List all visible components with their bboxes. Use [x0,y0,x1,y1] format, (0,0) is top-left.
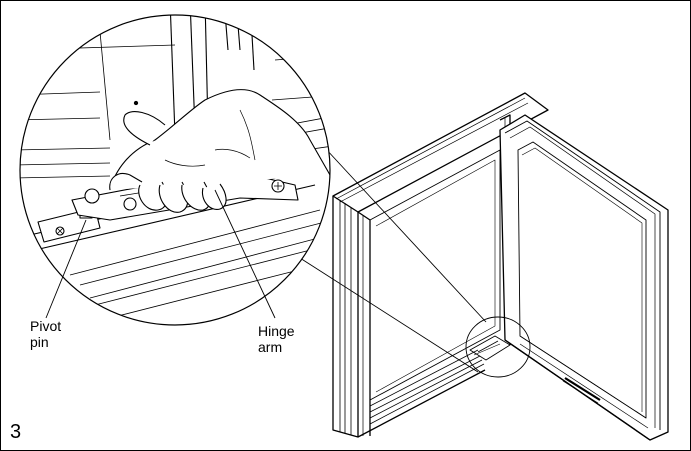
hinge-arm-label-line2: arm [258,339,283,355]
hinge-arm-label: Hinge arm [258,323,295,355]
detail-circle-outline [19,14,331,326]
detail-view [20,15,330,319]
pivot-pin-label-line1: Pivot [30,318,62,334]
pivot-pin-label-line2: pin [30,334,49,350]
hinge-arm-label-line1: Hinge [258,323,295,339]
label-leaders [45,189,276,319]
leader-lines [299,147,487,373]
step-number: 3 [10,421,22,443]
cabinet-door [332,92,669,441]
pivot-pin-label: Pivot pin [30,318,61,350]
